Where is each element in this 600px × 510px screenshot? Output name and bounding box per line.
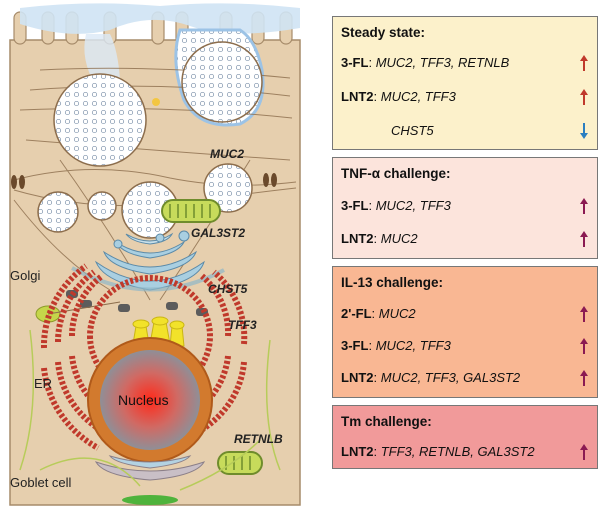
row-chst5: CHST5 <box>391 123 434 138</box>
mitochondria <box>161 199 263 475</box>
row-3fl: 3-FL: MUC2, TFF3 <box>341 198 451 213</box>
mucin-granules <box>37 41 263 239</box>
row-2fl: 2'-FL: MUC2 <box>341 306 416 321</box>
panel-tnf-challenge: TNF-α challenge: 3-FL: MUC2, TFF3 LNT2: … <box>332 157 598 259</box>
panel-il13-challenge: IL-13 challenge: 2'-FL: MUC2 3-FL: MUC2,… <box>332 266 598 398</box>
label-muc2: MUC2 <box>210 147 245 161</box>
panel-steady-state: Steady state: 3-FL: MUC2, TFF3, RETNLB L… <box>332 16 598 150</box>
arrow-up-icon <box>580 55 588 71</box>
basal-membrane <box>122 495 178 505</box>
panel-tm-challenge: Tm challenge: LNT2: TFF3, RETNLB, GAL3ST… <box>332 405 598 469</box>
panel-title: Steady state: <box>341 25 426 40</box>
panel-title: Tm challenge: <box>341 414 432 429</box>
panel-title: TNF-α challenge: <box>341 166 451 181</box>
row-3fl: 3-FL: MUC2, TFF3 <box>341 338 451 353</box>
row-lnt2: LNT2: MUC2, TFF3 <box>341 89 456 104</box>
arrow-up-icon <box>580 370 588 386</box>
arrow-down-icon <box>580 123 588 139</box>
panel-title: IL-13 challenge: <box>341 275 444 290</box>
label-nucleus: Nucleus <box>118 392 169 408</box>
label-chst5: CHST5 <box>208 282 248 296</box>
arrow-up-icon <box>580 89 588 105</box>
row-lnt2: LNT2: TFF3, RETNLB, GAL3ST2 <box>341 444 535 459</box>
nucleus <box>87 337 213 463</box>
row-3fl: 3-FL: MUC2, TFF3, RETNLB <box>341 55 510 70</box>
row-lnt2: LNT2: MUC2, TFF3, GAL3ST2 <box>341 370 521 385</box>
goblet-cell-illustration <box>9 3 301 506</box>
arrow-up-icon <box>580 231 588 247</box>
basal-golgi <box>94 455 206 481</box>
label-golgi: Golgi <box>10 268 41 283</box>
label-retnlb: RETNLB <box>234 432 283 446</box>
row-lnt2: LNT2: MUC2 <box>341 231 418 246</box>
arrow-up-icon <box>580 306 588 322</box>
arrow-up-icon <box>580 198 588 214</box>
label-goblet-cell: Goblet cell <box>10 475 72 490</box>
label-gal3st2: GAL3ST2 <box>191 226 246 240</box>
arrow-up-icon <box>580 444 588 460</box>
filaments <box>19 329 281 491</box>
mucus-layer <box>20 3 300 34</box>
arrow-up-icon <box>580 338 588 354</box>
label-er: ER <box>34 376 53 391</box>
tight-junctions <box>11 173 277 189</box>
label-tff3: TFF3 <box>228 318 257 332</box>
